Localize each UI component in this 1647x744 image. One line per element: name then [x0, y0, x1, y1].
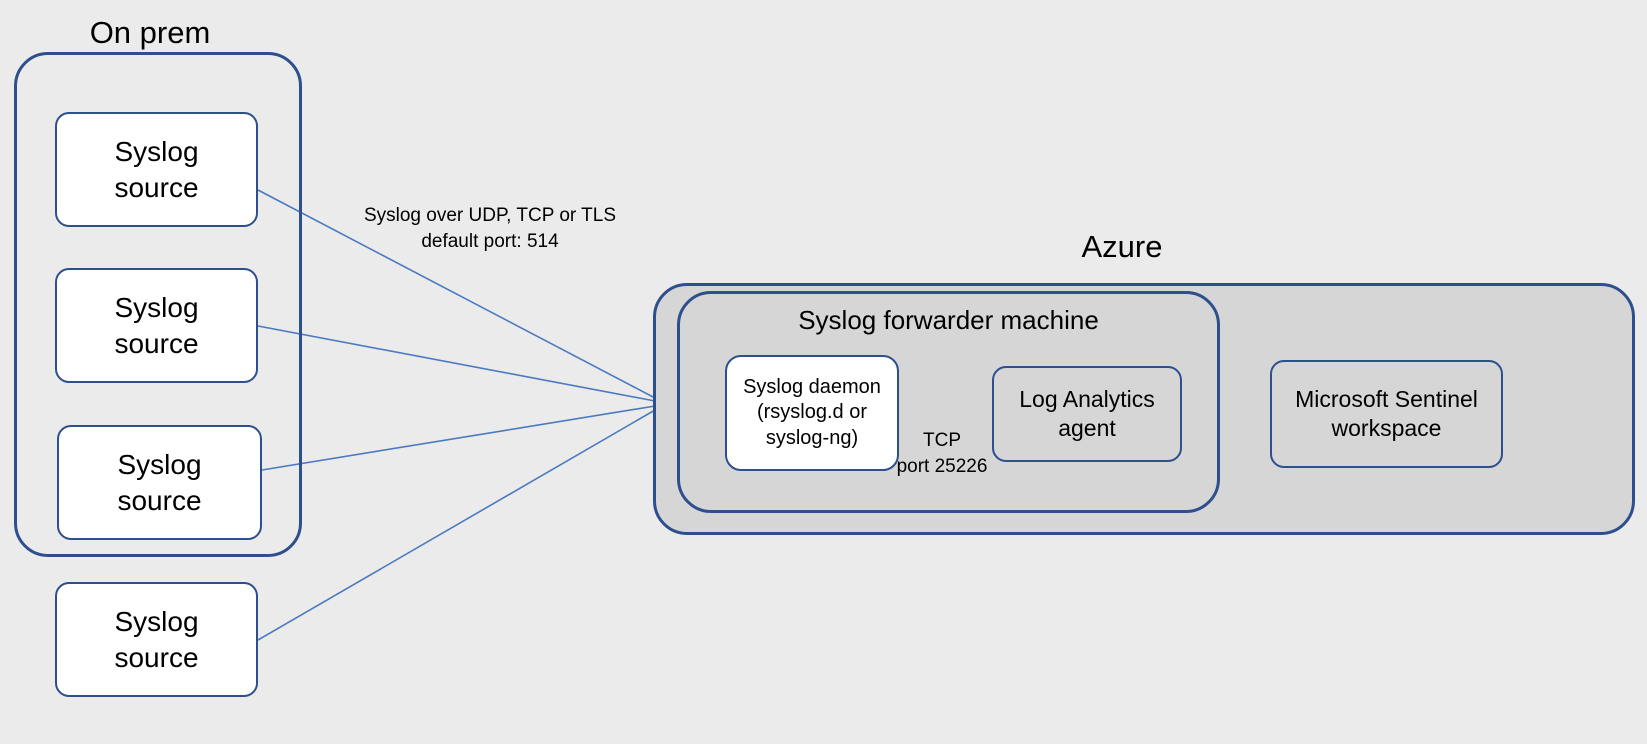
syslog-daemon-line3: syslog-ng) [765, 426, 859, 449]
syslog-daemon-line1: Syslog daemon [743, 375, 881, 398]
log-analytics-line2: agent [1058, 415, 1116, 441]
sentinel-line2: workspace [1331, 415, 1442, 441]
syslog-source-1-line1: Syslog [114, 135, 199, 167]
syslog-daemon-line2: (rsyslog.d or [756, 401, 868, 424]
syslog-source-2-line1: Syslog [114, 291, 199, 323]
syslog-source-3-line2: source [117, 484, 202, 516]
edge-label-syslog-transport: Syslog over UDP, TCP or TLS default port… [363, 205, 617, 252]
microsoft-sentinel-workspace-box[interactable]: Microsoft Sentinel workspace [1270, 360, 1503, 468]
syslog-daemon-box[interactable]: Syslog daemon (rsyslog.d or syslog-ng) [725, 355, 899, 471]
syslog-source-box-3[interactable]: Syslog source [57, 425, 262, 540]
sentinel-line1: Microsoft Sentinel [1295, 385, 1478, 412]
log-analytics-agent-box[interactable]: Log Analytics agent [992, 366, 1182, 462]
syslog-source-3-line1: Syslog [117, 448, 202, 480]
on-prem-container [14, 52, 302, 557]
syslog-source-box-1[interactable]: Syslog source [55, 112, 258, 227]
edge-label-tcp-port: TCP port 25226 [896, 430, 988, 477]
syslog-source-1-line2: source [114, 171, 199, 203]
syslog-source-4-line1: Syslog [114, 605, 199, 637]
group-label-syslog-forwarder: Syslog forwarder machine [798, 305, 1099, 335]
syslog-source-2-line2: source [114, 327, 199, 359]
syslog-source-box-2[interactable]: Syslog source [55, 268, 258, 383]
group-label-on-prem: On prem [89, 15, 211, 50]
group-label-azure: Azure [1081, 229, 1163, 264]
syslog-source-4-line2: source [114, 641, 199, 673]
syslog-source-box-4[interactable]: Syslog source [55, 582, 258, 697]
log-analytics-line1: Log Analytics [1019, 385, 1155, 412]
